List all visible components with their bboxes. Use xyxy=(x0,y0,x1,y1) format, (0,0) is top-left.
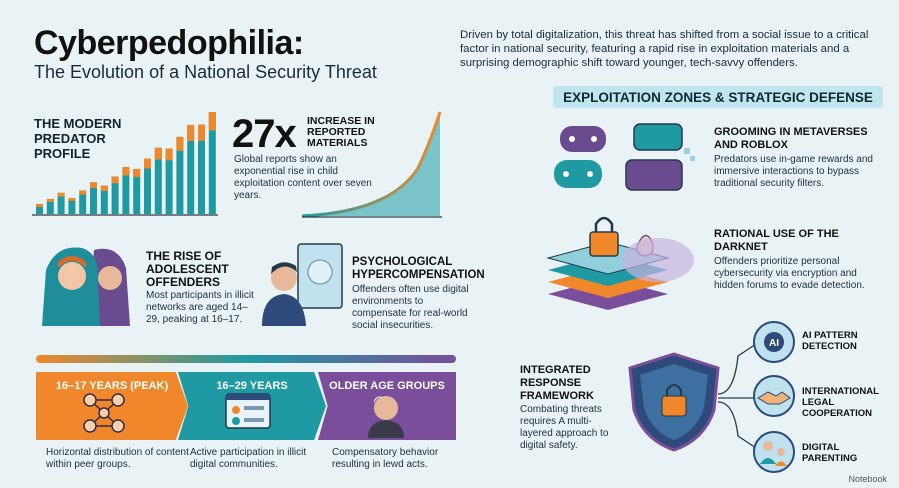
stat-label: INCREASE IN REPORTED MATERIALS xyxy=(307,115,375,149)
adolescent-title: THE RISE OF ADOLESCENT OFFENDERS xyxy=(146,249,229,289)
page-title: Cyberpedophilia: xyxy=(34,24,304,62)
decorative-bar-cap xyxy=(133,168,141,178)
decorative-bar xyxy=(57,192,65,214)
response-item-legal: INTERNATIONAL LEGAL COOPERATION xyxy=(802,386,879,419)
profile-title: THE MODERN PREDATOR PROFILE xyxy=(34,116,122,161)
decorative-bar xyxy=(176,136,184,214)
decorative-bar-cap xyxy=(57,192,65,197)
decorative-bar xyxy=(133,168,141,214)
parent-child-icon xyxy=(753,431,795,473)
game-controller-vr-icon xyxy=(554,123,695,191)
metaverse-description: Predators use in-game rewards and immers… xyxy=(714,154,873,189)
response-title: INTEGRATED RESPONSE FRAMEWORK xyxy=(520,364,594,402)
decorative-bar xyxy=(198,124,205,214)
decorative-bar-cap xyxy=(208,112,216,131)
response-item-parenting: DIGITAL PARENTING xyxy=(802,442,858,464)
decorative-bar xyxy=(68,197,76,214)
age-desc-range: Active participation in illicit digital … xyxy=(190,447,307,470)
decorative-bar-cap xyxy=(46,198,54,202)
age-desc-older: Compensatory behavior resulting in lewd … xyxy=(332,447,439,470)
footer-brand: Notebook xyxy=(848,474,887,484)
decorative-bar xyxy=(100,185,108,214)
decorative-bar-cap xyxy=(68,197,76,201)
hooded-teens-illustration xyxy=(42,247,130,326)
ai-brain-icon: AI xyxy=(753,321,795,363)
decorative-bar xyxy=(46,198,54,214)
decorative-bar-cap xyxy=(198,124,205,141)
decorative-bar-cap xyxy=(187,124,195,141)
decorative-bar xyxy=(144,158,151,214)
decorative-bar-cap xyxy=(111,176,119,184)
intro-text: Driven by total digitalization, this thr… xyxy=(460,29,869,69)
decorative-bar-cap xyxy=(122,166,130,176)
decorative-bar-cap xyxy=(36,204,43,207)
decorative-bar xyxy=(208,112,216,214)
age-desc-peak: Horizontal distribution of content withi… xyxy=(46,447,189,470)
decorative-bar xyxy=(79,190,87,214)
adolescent-description: Most participants in illicit networks ar… xyxy=(146,290,254,325)
shield-lock-icon xyxy=(628,352,720,452)
decorative-bar-cap xyxy=(165,148,173,161)
stat-description: Global reports show an exponential rise … xyxy=(234,154,372,201)
age-label-older: OLDER AGE GROUPS xyxy=(329,380,445,392)
decorative-bar-cap xyxy=(144,158,151,169)
decorative-bar xyxy=(122,166,130,214)
online-community-icon xyxy=(225,393,271,429)
psych-title: PSYCHOLOGICAL HYPERCOMPENSATION xyxy=(352,256,485,281)
decorative-bar xyxy=(165,148,173,214)
decorative-bar xyxy=(154,147,162,214)
decorative-bar-cap xyxy=(79,190,87,195)
handshake-globe-icon xyxy=(753,375,795,417)
older-man-icon xyxy=(368,396,404,438)
mirror-reflection-illustration xyxy=(262,243,343,326)
decorative-bar xyxy=(36,204,43,214)
psych-description: Offenders often use digital environments… xyxy=(352,284,469,331)
decorative-bar-cap xyxy=(100,185,108,191)
decorative-bar xyxy=(111,176,119,214)
decorative-bar-cap xyxy=(154,147,162,160)
bar-chart-illustration xyxy=(32,112,218,216)
response-description: Combating threats requires A multi-layer… xyxy=(520,404,609,451)
decorative-bar-cap xyxy=(176,136,184,151)
response-item-ai: AI PATTERN DETECTION xyxy=(802,330,858,352)
timeline-bar xyxy=(36,355,456,363)
decorative-bar xyxy=(90,182,97,214)
metaverse-title: GROOMING IN METAVERSES AND ROBLOX xyxy=(714,126,868,151)
zones-banner: EXPLOITATION ZONES & STRATEGIC DEFENSE xyxy=(553,86,883,108)
darknet-lock-layers-icon xyxy=(546,216,694,310)
page-subtitle: The Evolution of a National Security Thr… xyxy=(34,62,377,82)
age-label-peak: 16–17 YEARS (PEAK) xyxy=(55,380,169,392)
decorative-bar xyxy=(187,124,195,214)
exponential-curve-illustration xyxy=(301,111,442,218)
ai-badge-text: AI xyxy=(769,338,779,349)
stat-number: 27x xyxy=(232,112,297,156)
darknet-description: Offenders prioritize personal cybersecur… xyxy=(714,256,865,291)
decorative-bar-cap xyxy=(90,182,97,189)
age-label-range: 16–29 YEARS xyxy=(216,380,288,392)
network-nodes-icon xyxy=(83,393,125,433)
darknet-title: RATIONAL USE OF THE DARKNET xyxy=(714,228,839,253)
